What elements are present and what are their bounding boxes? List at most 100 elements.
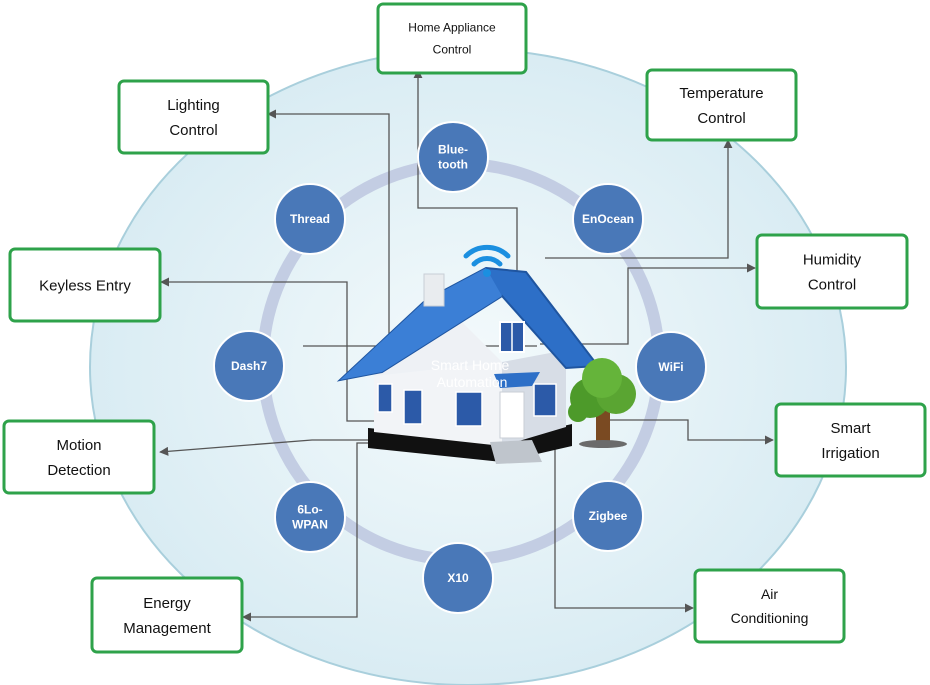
tree-shadow <box>579 440 627 448</box>
app-box-label-line-1: Humidity <box>803 251 862 268</box>
connector-home-appliance <box>413 69 518 305</box>
center-label-line1: Smart Home <box>431 357 510 373</box>
app-box-label-line-1: Temperature <box>679 85 763 102</box>
app-box-frame <box>376 2 528 75</box>
app-box-label-line-2: Control <box>433 43 472 57</box>
protocol-node-label-line-1: EnOcean <box>582 212 634 226</box>
protocol-node-enocean: EnOcean <box>572 183 644 255</box>
app-box-label-line-2: Irrigation <box>821 445 879 462</box>
wifi-arc-outer <box>463 244 511 259</box>
wifi-signal-icon <box>463 244 511 277</box>
app-box-label-line-2: Control <box>808 276 856 293</box>
protocol-node-label-line-1: Zigbee <box>589 509 628 523</box>
house-steps <box>490 440 542 464</box>
app-box-frame <box>755 233 909 310</box>
wifi-dot <box>483 269 491 277</box>
house-door <box>499 391 525 439</box>
app-box-frame <box>645 68 798 142</box>
protocol-node-label-line-2: WPAN <box>292 518 328 532</box>
app-box-frame <box>693 568 846 644</box>
app-box-label-line-1: Motion <box>56 437 101 454</box>
protocol-node-label: WiFi <box>658 360 683 374</box>
app-box-label-line-2: Control <box>169 122 217 139</box>
app-box-label-line-1: Air <box>761 586 778 602</box>
protocol-node-circle <box>635 331 707 403</box>
protocol-node-label-line-1: 6Lo- <box>297 503 322 517</box>
protocol-node-x10: X10 <box>422 542 494 614</box>
connector-air-conditioning <box>554 380 694 613</box>
house-porch-roof <box>494 372 540 388</box>
protocol-node-circle <box>422 542 494 614</box>
protocol-node-circle <box>572 480 644 552</box>
protocol-node-label: Zigbee <box>589 509 628 523</box>
app-box-label-line-2: Conditioning <box>731 610 809 626</box>
tree-leaf-4 <box>568 402 588 422</box>
protocol-node-label-line-1: Blue- <box>438 143 468 157</box>
tree-leaf-3 <box>582 358 622 398</box>
protocol-node-circle <box>213 330 285 402</box>
connector-irrigation <box>600 419 774 445</box>
protocol-node-blue-tooth: Blue-tooth <box>417 121 489 193</box>
protocol-node-label-line-1: Thread <box>290 212 330 226</box>
protocol-node-label: 6Lo-WPAN <box>292 503 328 532</box>
app-box-label-line-1: Home Appliance <box>408 21 496 35</box>
house-window-4 <box>533 383 557 417</box>
connector-temperature <box>545 139 733 259</box>
app-box-label-line-2: Management <box>123 620 211 637</box>
house-roof-ridge <box>340 268 502 380</box>
tree-icon <box>568 358 636 448</box>
app-box-label-line-1: Energy <box>143 595 191 612</box>
protocol-node-zigbee: Zigbee <box>572 480 644 552</box>
protocol-node-label-line-1: Dash7 <box>231 359 267 373</box>
app-box-label: Keyless Entry <box>39 277 131 294</box>
center-label: Smart Home Automation <box>431 357 513 390</box>
app-box-label-line-1: Smart <box>830 420 871 437</box>
protocol-node-thread: Thread <box>274 183 346 255</box>
protocol-node-label: EnOcean <box>582 212 634 226</box>
center-label-line2: Automation <box>437 374 508 390</box>
app-box-frame <box>117 79 270 155</box>
app-box-label-line-2: Detection <box>47 462 110 479</box>
protocol-node-wifi: WiFi <box>635 331 707 403</box>
protocol-node-6lo-wpan: 6Lo-WPAN <box>274 481 346 553</box>
app-box-label-line-1: Lighting <box>167 97 220 114</box>
house-window-2 <box>403 389 423 425</box>
protocol-node-circle <box>274 481 346 553</box>
protocol-node-circle <box>572 183 644 255</box>
protocol-node-label: X10 <box>447 571 469 585</box>
house-window-1 <box>377 383 393 413</box>
protocol-node-label-line-2: tooth <box>438 158 468 172</box>
app-box-keyless-entry: Keyless Entry <box>8 247 162 323</box>
protocol-node-label: Dash7 <box>231 359 267 373</box>
app-box-label-line-1: Keyless Entry <box>39 277 131 294</box>
protocol-node-dash7: Dash7 <box>213 330 285 402</box>
house-window-3 <box>455 391 483 427</box>
protocol-node-circle <box>274 183 346 255</box>
protocol-node-label: Thread <box>290 212 330 226</box>
house-icon <box>336 266 600 464</box>
wifi-arc-middle <box>471 256 503 267</box>
connector-humidity <box>540 263 756 345</box>
app-box-frame <box>90 576 244 654</box>
protocol-node-label-line-1: WiFi <box>658 360 683 374</box>
protocol-node-label: Blue-tooth <box>438 143 468 172</box>
house-chimney <box>423 273 445 307</box>
